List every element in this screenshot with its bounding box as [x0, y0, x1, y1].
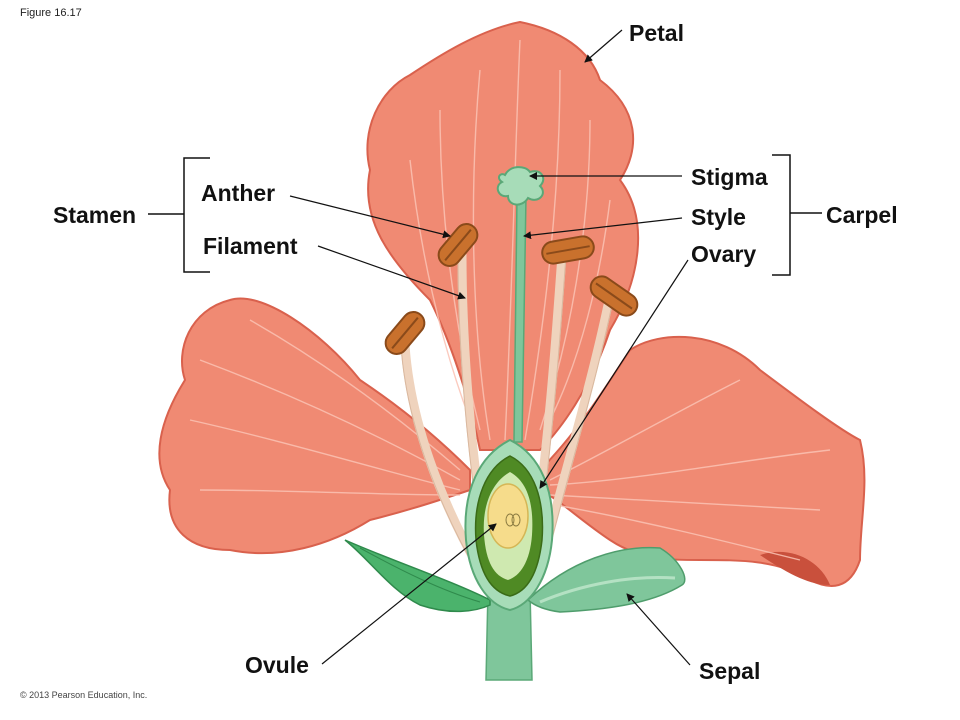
ovule-label: Ovule	[245, 652, 309, 678]
ovule-leader	[321, 523, 497, 665]
petal-leader	[584, 29, 623, 63]
style-leader	[523, 217, 683, 240]
anther-3	[541, 235, 595, 265]
petal-label: Petal	[629, 20, 684, 46]
stamen-label: Stamen	[53, 202, 137, 228]
filament-label: Filament	[203, 233, 298, 259]
ovary-leader	[539, 259, 689, 489]
anther-leader	[289, 195, 451, 239]
sepal-left	[344, 539, 491, 613]
sepal-label: Sepal	[699, 658, 761, 684]
stamen-bracket	[183, 157, 210, 273]
petal-left	[158, 297, 471, 555]
ovary-label: Ovary	[691, 241, 757, 267]
leader-lines	[289, 29, 691, 666]
copyright-credit: © 2013 Pearson Education, Inc.	[20, 690, 148, 700]
petal-right-fold	[760, 551, 830, 585]
style-label: Style	[691, 204, 746, 230]
anther-4	[589, 275, 639, 317]
petal-veins	[189, 39, 831, 561]
anther-1	[384, 311, 426, 355]
stigma-label: Stigma	[691, 164, 768, 190]
filament-leader	[317, 245, 466, 300]
figure-label: Figure 16.17	[20, 7, 82, 19]
anthers	[384, 223, 639, 355]
sepal-right	[526, 546, 686, 613]
carpel-bracket	[772, 154, 791, 276]
anther-label: Anther	[201, 180, 276, 206]
ovule-shape	[487, 483, 529, 549]
sepal-leader	[626, 593, 691, 666]
ovule-detail	[505, 513, 521, 527]
carpel-label: Carpel	[826, 202, 898, 228]
